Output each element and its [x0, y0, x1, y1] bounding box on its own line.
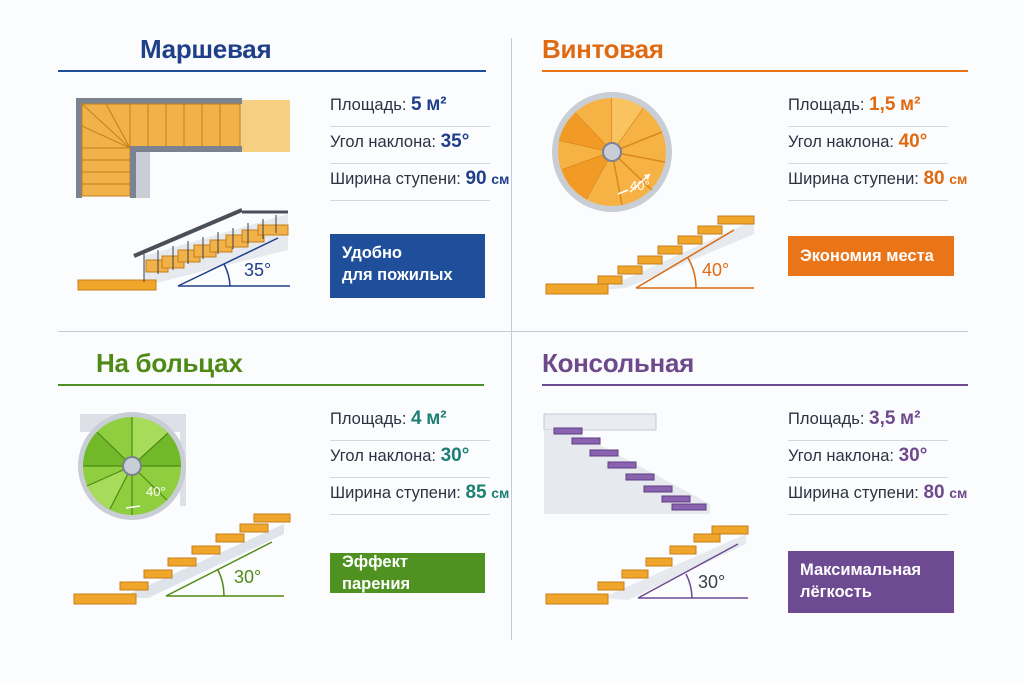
quadrant-title: На больцах [96, 348, 243, 378]
spiral-plan: 40° [552, 92, 672, 212]
bolt-angle-label: 40° [146, 484, 166, 499]
badge-bolt: Эффект парения [330, 553, 485, 593]
spec-angle: Угол наклона: 30° [330, 441, 490, 478]
spec-angle: Угол наклона: 35° [330, 127, 490, 164]
angle-label: 30° [234, 567, 261, 587]
side-view: 40° [545, 215, 755, 295]
angle-label: 30° [698, 572, 725, 592]
bolt-plan: 40° [78, 412, 186, 520]
spec-width: Ширина ступени: 90 см [330, 164, 509, 201]
title-underline [58, 70, 486, 72]
spec-area: Площадь: 4 м² [330, 404, 490, 441]
quadrant-na-boltsakh: На больцах 40° [58, 348, 509, 648]
title-underline [542, 384, 968, 386]
plan-view [76, 98, 290, 198]
title-underline [542, 70, 968, 72]
specs-list: Площадь: 3,5 м² Угол наклона: 30° Ширина… [788, 404, 967, 515]
side-view: 30° [73, 513, 291, 605]
specs-list: Площадь: 4 м² Угол наклона: 30° Ширина с… [330, 404, 509, 515]
wall-view [543, 413, 710, 514]
specs-list: Площадь: 5 м² Угол наклона: 35° Ширина с… [330, 90, 509, 201]
title-underline [58, 384, 484, 386]
badge-spiral: Экономия места [788, 236, 954, 276]
spec-width: Ширина ступени: 80 см [788, 164, 967, 201]
spec-angle: Угол наклона: 30° [788, 441, 948, 478]
spec-area: Площадь: 5 м² [330, 90, 490, 127]
spec-width: Ширина ступени: 80 см [788, 478, 967, 515]
spec-angle: Угол наклона: 40° [788, 127, 948, 164]
vertical-divider [511, 38, 512, 640]
spiral-stair-illustration: 40° 40° [545, 92, 755, 295]
spiral-angle-label: 40° [630, 178, 650, 193]
spec-area: Площадь: 3,5 м² [788, 404, 948, 441]
quadrant-marshevaya: Маршевая [58, 34, 509, 334]
specs-list: Площадь: 1,5 м² Угол наклона: 40° Ширина… [788, 90, 967, 201]
spec-width: Ширина ступени: 85 см [330, 478, 509, 515]
quadrant-title: Маршевая [140, 34, 272, 64]
side-view: 30° [545, 525, 749, 605]
quadrant-title: Винтовая [542, 34, 664, 64]
spec-area: Площадь: 1,5 м² [788, 90, 948, 127]
quadrant-title: Консольная [542, 348, 694, 378]
quadrant-vintovaya: Винтовая 40° [542, 34, 968, 334]
bolt-stair-illustration: 40° 30° [73, 412, 291, 605]
cantilever-stair-illustration: 30° [543, 413, 749, 605]
angle-label: 35° [244, 260, 271, 280]
horizontal-divider [58, 331, 968, 332]
marsh-stair-illustration: 35° [76, 98, 290, 291]
side-view: 35° [77, 208, 290, 291]
angle-label: 40° [702, 260, 729, 280]
quadrant-konsolnaya: Консольная 30° П [542, 348, 968, 648]
